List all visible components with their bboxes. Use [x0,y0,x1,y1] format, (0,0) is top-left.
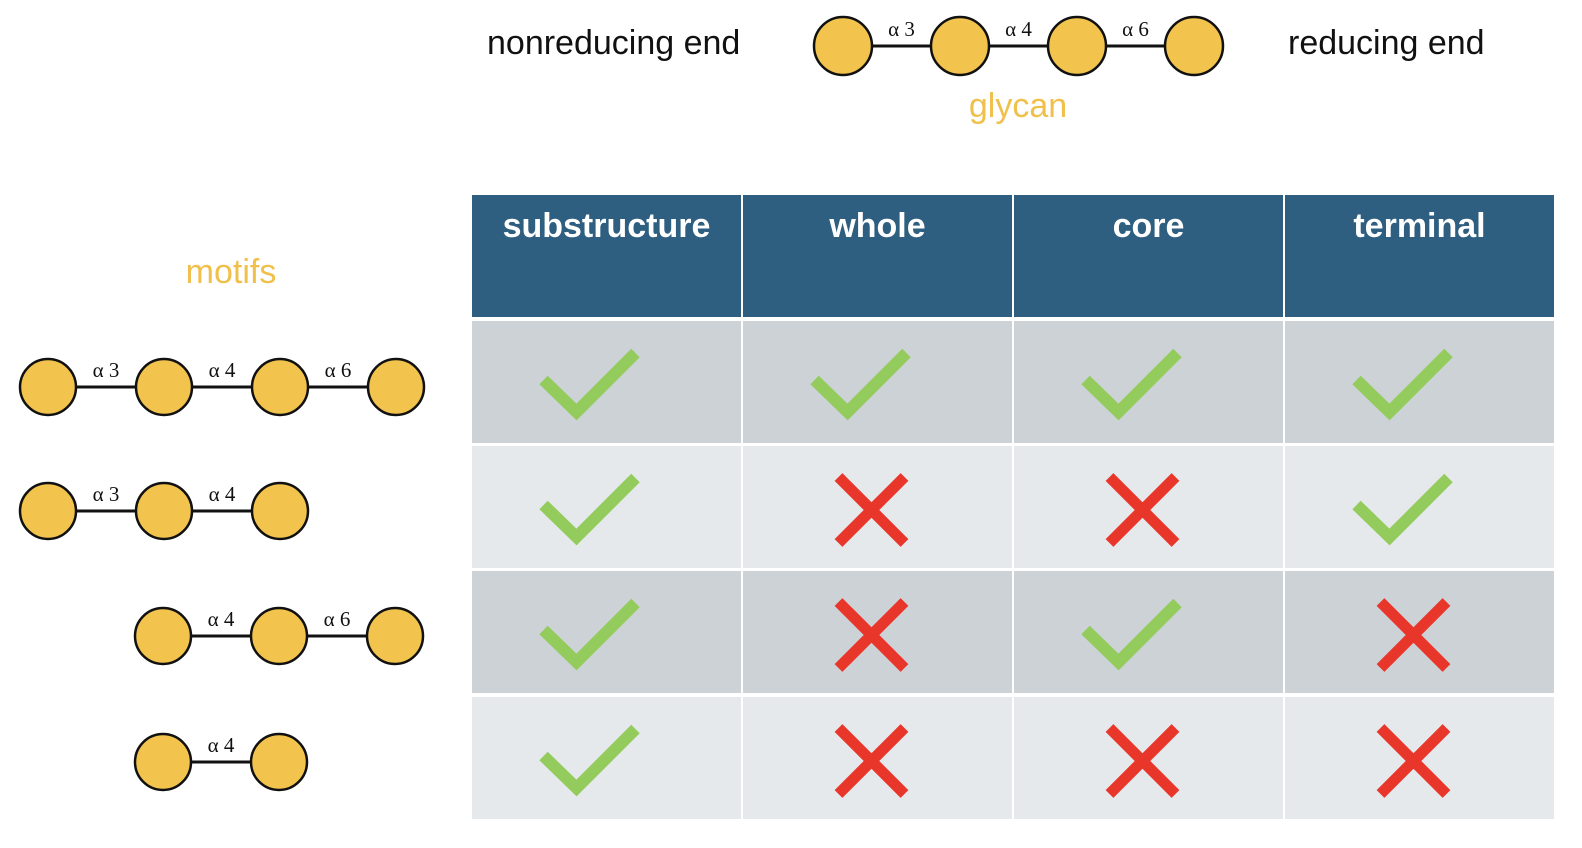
check-mark-icon [539,473,640,546]
header-label-core: core [1113,207,1185,245]
motif-3-linkage-label: α 6 [324,607,351,631]
nonreducing-end-label: nonreducing end [487,24,740,62]
motif-2-monosaccharide-node [250,481,310,541]
cross-mark-icon [1376,598,1451,672]
glycan-label: glycan [969,87,1067,125]
glycan-monosaccharide-node [929,15,991,77]
cross-mark-icon [1105,473,1180,547]
motif-4-monosaccharide-node [133,732,193,792]
motif-1-monosaccharide-node [366,357,426,417]
glycan-monosaccharide-node [1163,15,1225,77]
glycan-linkage-label: α 4 [1005,17,1032,41]
cross-mark-icon [834,724,909,798]
motif-3-linkage-label: α 4 [208,607,235,631]
motif-1-monosaccharide-node [134,357,194,417]
motif-4-monosaccharide-node [249,732,309,792]
motif-2-monosaccharide-node [134,481,194,541]
cross-mark-icon [1376,724,1451,798]
motif-3-monosaccharide-node [365,606,425,666]
glycan-monosaccharide-node [812,15,874,77]
check-mark-icon [1352,473,1453,546]
motif-1-linkage-label: α 3 [93,358,120,382]
header-cell-terminal [1285,195,1554,317]
reducing-end-label: reducing end [1288,24,1485,62]
motif-1-linkage-label: α 4 [209,358,236,382]
check-mark-icon [1352,348,1453,421]
header-cell-whole [743,195,1012,317]
motif-4-linkage-label: α 4 [208,733,235,757]
cross-mark-icon [834,598,909,672]
motif-1-linkage-label: α 6 [325,358,352,382]
check-mark-icon [539,598,640,671]
header-label-whole: whole [828,207,925,245]
motif-2-linkage-label: α 3 [93,482,120,506]
glycan-chain: α 3 α 4 α 6 [812,15,1225,77]
glycan-monosaccharide-node [1046,15,1108,77]
cross-mark-icon [834,473,909,547]
header-cell-core [1014,195,1283,317]
glycan-linkage-label: α 3 [888,17,915,41]
motif-3-monosaccharide-node [133,606,193,666]
check-mark-icon [539,724,640,797]
motif-3-monosaccharide-node [249,606,309,666]
motif-2-linkage-label: α 4 [209,482,236,506]
check-mark-icon [539,348,640,421]
header-label-substructure: substructure [503,207,711,245]
glycan-linkage-label: α 6 [1122,17,1149,41]
motifs-label: motifs [186,253,277,291]
motif-1-monosaccharide-node [18,357,78,417]
check-mark-icon [810,348,911,421]
cross-mark-icon [1105,724,1180,798]
check-mark-icon [1081,598,1182,671]
header-label-terminal: terminal [1353,207,1485,245]
motif-list: α 3 α 4 α 6 α 3 α 4 α 4 α 6 α 4 [18,357,426,792]
header-cell-substructure [472,195,741,317]
motif-table: substructure whole core terminal [472,195,1554,819]
check-mark-icon [1081,348,1182,421]
motif-2-monosaccharide-node [18,481,78,541]
motif-1-monosaccharide-node [250,357,310,417]
